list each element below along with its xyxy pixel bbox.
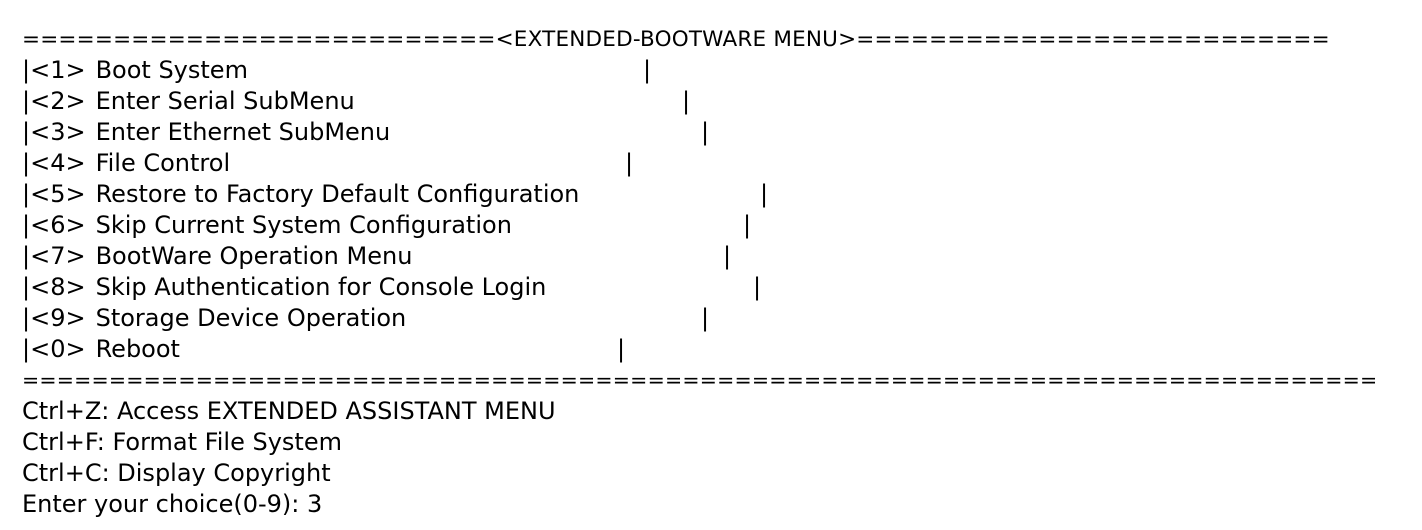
menu-item-key: |<7>: [22, 242, 86, 270]
menu-item-label: Storage Device Operation: [95, 304, 407, 332]
menu-border: |: [625, 149, 634, 177]
menu-item-label: BootWare Operation Menu: [95, 242, 413, 270]
menu-border: |: [723, 242, 732, 270]
menu-item-key: |<9>: [22, 304, 86, 332]
menu-item-key: |<8>: [22, 273, 86, 301]
menu-item-label: Skip Authentication for Console Login: [95, 273, 547, 301]
menu-border: |: [743, 211, 752, 239]
menu-border: |: [753, 273, 762, 301]
menu-item-label: Skip Current System Configuration: [95, 211, 512, 239]
menu-item-bootware-operation[interactable]: |<7> BootWare Operation Menu: [22, 241, 412, 272]
menu-item-key: |<4>: [22, 149, 86, 177]
menu-item-reboot[interactable]: |<0> Reboot: [22, 334, 180, 365]
menu-footer: ========================================…: [22, 368, 1378, 392]
menu-item-label: Boot System: [95, 56, 248, 84]
menu-border: |: [760, 180, 769, 208]
menu-border: |: [682, 87, 691, 115]
menu-item-label: File Control: [95, 149, 231, 177]
menu-border: |: [617, 335, 626, 363]
menu-item-ethernet-submenu[interactable]: |<3> Enter Ethernet SubMenu: [22, 117, 390, 148]
menu-item-storage-device[interactable]: |<9> Storage Device Operation: [22, 303, 406, 334]
shortcut-format-filesystem: Ctrl+F: Format File System: [22, 428, 342, 456]
menu-item-key: |<0>: [22, 335, 86, 363]
menu-border: |: [701, 304, 710, 332]
menu-item-key: |<2>: [22, 87, 86, 115]
menu-item-serial-submenu[interactable]: |<2> Enter Serial SubMenu: [22, 86, 355, 117]
menu-item-key: |<5>: [22, 180, 86, 208]
menu-item-boot-system[interactable]: |<1> Boot System: [22, 55, 248, 86]
menu-item-label: Enter Ethernet SubMenu: [95, 118, 391, 146]
menu-item-label: Restore to Factory Default Configuration: [95, 180, 580, 208]
menu-border: |: [643, 56, 652, 84]
shortcut-copyright: Ctrl+C: Display Copyright: [22, 459, 331, 487]
menu-border: |: [701, 118, 710, 146]
menu-item-key: |<1>: [22, 56, 86, 84]
choice-prompt[interactable]: Enter your choice(0-9): 3: [22, 490, 323, 518]
menu-item-label: Enter Serial SubMenu: [95, 87, 355, 115]
menu-item-key: |<6>: [22, 211, 86, 239]
menu-item-skip-config[interactable]: |<6> Skip Current System Configuration: [22, 210, 512, 241]
menu-item-key: |<3>: [22, 118, 86, 146]
menu-item-skip-auth[interactable]: |<8> Skip Authentication for Console Logi…: [22, 272, 546, 303]
menu-item-label: Reboot: [95, 335, 180, 363]
shortcut-extended-assistant: Ctrl+Z: Access EXTENDED ASSISTANT MENU: [22, 397, 556, 425]
menu-header: ==========================<EXTENDED-BOOT…: [22, 27, 1330, 52]
menu-item-file-control[interactable]: |<4> File Control: [22, 148, 230, 179]
menu-item-restore-factory[interactable]: |<5> Restore to Factory Default Configura…: [22, 179, 579, 210]
